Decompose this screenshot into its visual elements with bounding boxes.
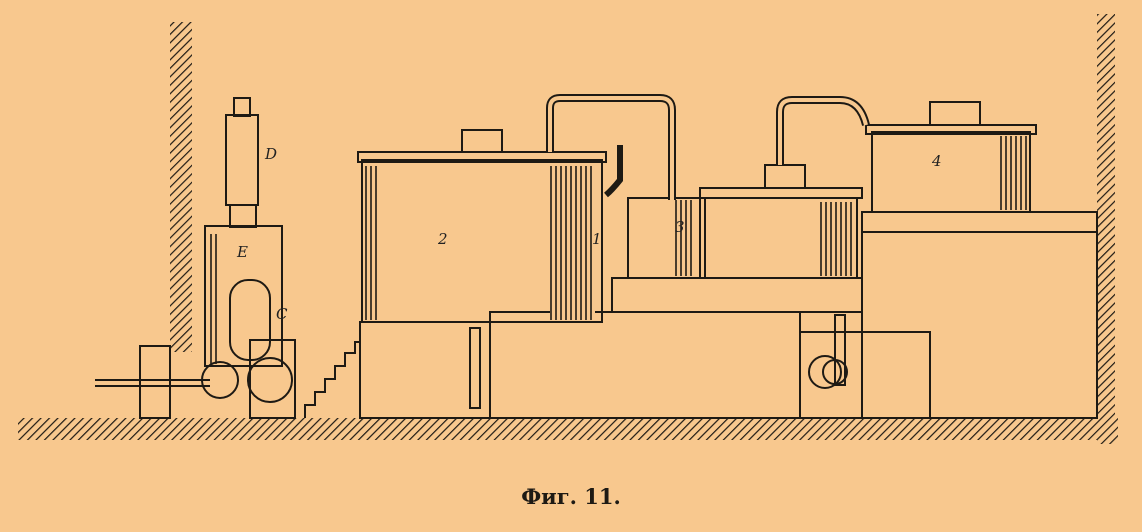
label-c: C: [276, 305, 288, 323]
tank-2: [361, 159, 603, 323]
base-3: [799, 331, 931, 419]
right-wall: [1097, 14, 1115, 444]
base-2: [489, 311, 801, 419]
column-d: [225, 114, 259, 206]
platform-right: [861, 211, 1098, 419]
left-wall: [170, 22, 192, 352]
label-e: E: [237, 243, 248, 261]
label-tank-3: 3: [675, 218, 685, 236]
label-tank-2: 2: [438, 230, 448, 248]
tank-4: [871, 131, 1031, 213]
tank-1: [627, 197, 701, 279]
floor: [18, 418, 1118, 440]
platform-mid: [611, 277, 863, 313]
label-tank-1: 1: [592, 230, 602, 248]
column-e: [204, 225, 283, 367]
label-d: D: [265, 145, 278, 163]
label-tank-4: 4: [932, 152, 942, 170]
figure-caption: Фиг. 11.: [521, 484, 621, 509]
